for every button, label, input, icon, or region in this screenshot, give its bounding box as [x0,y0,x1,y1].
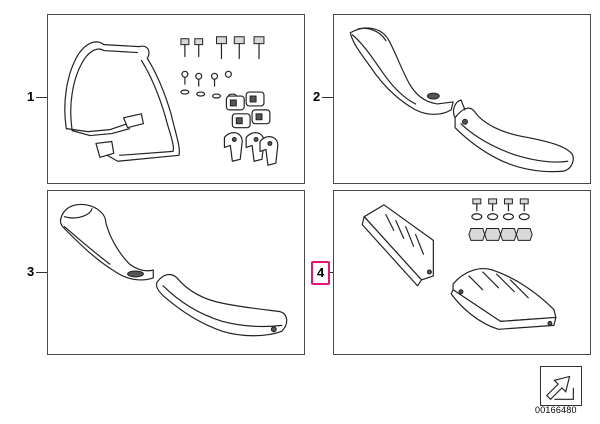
deflector-kit-illustration [361,198,557,330]
callout-1-label[interactable]: 1 [27,89,35,104]
arrow-icon [545,375,574,401]
callout-2-leader [322,97,333,98]
callout-4-leader [330,272,333,273]
nut-icon [468,228,533,241]
washer-icon [180,70,237,99]
bolt-icon [180,36,265,60]
hand-guard-pair-illustration [349,27,574,173]
rubber-mount-icon [225,91,271,129]
panel-3[interactable] [47,190,305,355]
callout-4-label[interactable]: 4 [311,261,331,285]
panel-1[interactable] [47,14,305,184]
hand-guard-variant-illustration [59,203,288,337]
panel-2[interactable] [333,14,591,184]
crash-bar-kit-illustration [64,36,279,166]
callout-2-label[interactable]: 2 [313,89,321,104]
callout-3-leader [36,272,47,273]
clamp-icon [223,132,279,166]
callout-1-leader [36,97,47,98]
washer-icon [471,213,530,221]
bolt-icon [472,198,529,212]
panel-4[interactable] [333,190,591,355]
document-number: 00166480 [535,405,577,415]
orientation-stamp [540,366,582,406]
callout-3-label[interactable]: 3 [27,264,35,279]
